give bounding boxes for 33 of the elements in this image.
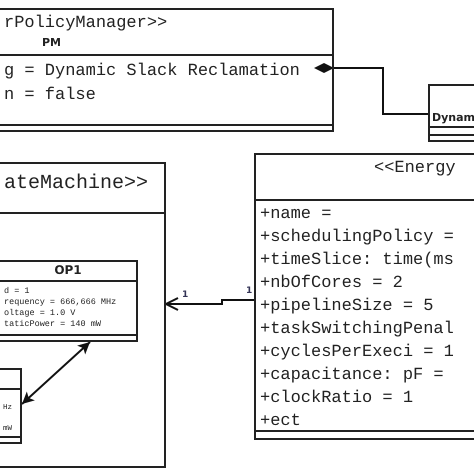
attribute-text: g = Dynamic Slack Reclamation: [4, 62, 300, 81]
stereotype-label: rPolicyManager>>: [4, 14, 168, 33]
attribute-text: requency = 666,666 MHz: [4, 297, 116, 307]
class-name: PM: [42, 36, 62, 49]
multiplicity-label: 1: [246, 286, 252, 296]
class-box: [254, 153, 474, 440]
attribute-text: +taskSwitchingPenal: [260, 320, 454, 339]
class-box: [0, 8, 334, 132]
stereotype-label: ateMachine>>: [4, 172, 148, 195]
attribute-text: +nbOfCores = 2: [260, 274, 403, 293]
attribute-text: +name =: [260, 205, 332, 224]
state-box: [0, 368, 22, 444]
attribute-text: d = 1: [4, 286, 30, 296]
class-box: [428, 84, 474, 142]
stereotype-label: <<Energy: [374, 159, 456, 178]
attribute-text: +schedulingPolicy =: [260, 228, 454, 247]
multiplicity-label: 1: [182, 290, 188, 300]
attribute-text: oltage = 1.0 V: [4, 308, 76, 318]
attribute-text: taticPower = 140 mW: [4, 319, 101, 329]
class-name: Dynam: [432, 111, 474, 124]
attribute-text: +capacitance: pF =: [260, 366, 444, 385]
state-box: [0, 260, 138, 342]
attribute-text: +clockRatio = 1: [260, 389, 414, 408]
association-arrow: [21, 341, 91, 405]
attribute-text: n = false: [4, 86, 96, 105]
association-arrow: [165, 297, 254, 311]
class-box: [0, 162, 166, 468]
attribute-text: +cyclesPerExeci = 1: [260, 343, 454, 362]
composition-line: [314, 63, 428, 115]
state-name: OP1: [53, 263, 83, 277]
attribute-text: +timeSlice: time(ms: [260, 251, 454, 270]
attribute-text: +ect: [260, 412, 301, 431]
attribute-text: +pipelineSize = 5: [260, 297, 434, 316]
